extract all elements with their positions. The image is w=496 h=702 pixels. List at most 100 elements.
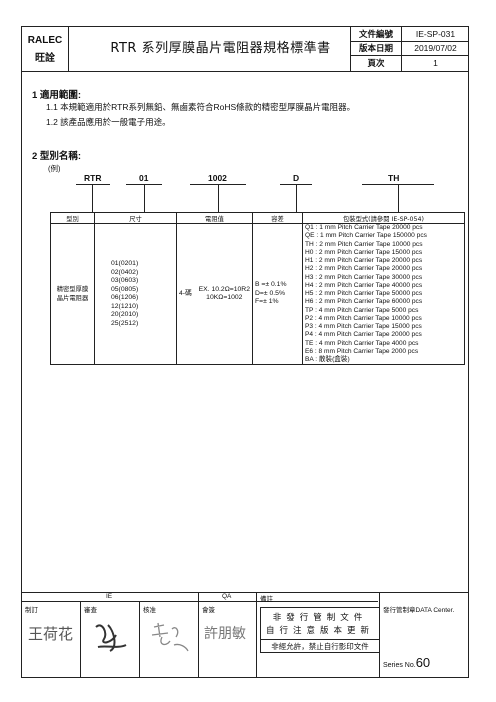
size-list: 01(0201) 02(0402) 03(0603) 05(0805) 06(1… <box>97 260 174 328</box>
auditor-label: 會簽 <box>202 607 215 614</box>
code-underline <box>126 184 162 185</box>
doc-no-label: 文件編號 <box>351 27 402 41</box>
example-label: (例) <box>48 164 61 173</box>
code-part-series: RTR <box>84 173 102 183</box>
control-stamp: 非發行管制文件 自行注意版本更新 非經允許，禁止自行影印文件 <box>260 607 380 653</box>
size-item: 06(1206) <box>111 294 139 302</box>
header-type: 型別 <box>50 212 95 224</box>
table-header-row: 型別 尺寸 電阻值 容差 包裝型式(請參閱 IE-SP-054) <box>50 212 465 224</box>
packaging-item: H6 : 2 mm Pitch Carrier Tape 60000 pcs <box>305 298 423 306</box>
size-item: 05(0805) <box>111 285 139 293</box>
packaging-item: Q1 : 1 mm Pitch Carrier Tape 20000 pcs <box>305 224 423 231</box>
table-row: 精密型厚膜 晶片電阻器 01(0201) 02(0402) 03(0603) 0… <box>50 222 465 366</box>
resistance-cell: 4-碼 EX. 10.2Ω=10R2 10KΩ=1002 <box>176 222 253 366</box>
logo-line2: 旺詮 <box>35 53 55 64</box>
code-connector <box>144 185 145 212</box>
code-underline <box>76 184 110 185</box>
ie-label: IE <box>106 593 113 600</box>
packaging-item: H2 : 2 mm Pitch Carrier Tape 20000 pcs <box>305 265 423 273</box>
stamp-line1: 非發行管制文件 <box>272 612 368 622</box>
doc-no-value: IE-SP-031 <box>415 29 456 39</box>
page-label: 頁次 <box>351 56 402 71</box>
packaging-item: H3 : 2 mm Pitch Carrier Tape 30000 pcs <box>305 273 423 281</box>
header-packaging: 包裝型式(請參閱 IE-SP-054) <box>302 212 465 224</box>
code-part-size: 01 <box>139 173 149 183</box>
footer-divider <box>80 601 81 677</box>
section1-line1: 1.1 本規範適用於RTR系列無鉛、無鹵素符合RoHS條款的精密型厚膜晶片電阻器… <box>46 102 356 112</box>
packaging-item: P3 : 4 mm Pitch Carrier Tape 15000 pcs <box>305 323 422 330</box>
tolerance-item: F=± 1% <box>255 298 279 306</box>
header-resistance: 電阻值 <box>176 212 253 224</box>
approver-signature-icon <box>151 622 189 652</box>
packaging-item: H5 : 2 mm Pitch Carrier Tape 50000 pcs <box>305 290 423 297</box>
meta-doc-no-row: 文件編號 IE-SP-031 <box>351 27 469 42</box>
code-part-tolerance: D <box>293 173 300 183</box>
date-value: 2019/07/02 <box>414 43 457 53</box>
stamp-line2: 自行注意版本更新 <box>265 625 374 635</box>
document-meta: 文件編號 IE-SP-031 版本日期 2019/07/02 頁次 1 <box>350 27 469 71</box>
packaging-item: QE : 1 mm Pitch Carrier Tape 150000 pcs <box>305 232 427 240</box>
document-title: RTR 系列厚膜晶片電阻器規格標準書 <box>110 41 331 56</box>
size-cell: 01(0201) 02(0402) 03(0603) 05(0805) 06(1… <box>94 222 177 366</box>
section2-heading: 2 型別名稱: <box>32 151 82 162</box>
header-size: 尺寸 <box>94 212 177 224</box>
packaging-item: H1 : 2 mm Pitch Carrier Tape 20000 pcs <box>305 257 423 264</box>
size-item: 02(0402) <box>111 268 139 276</box>
type-line: 晶片電阻器 <box>56 295 89 303</box>
type-line: 精密型厚膜 <box>56 286 89 294</box>
part-number-table: 型別 尺寸 電阻值 容差 包裝型式(請參閱 IE-SP-054) 精密型厚膜 晶… <box>50 212 465 366</box>
packaging-item: TP : 4 mm Pitch Carrier Tape 5000 pcs <box>305 306 419 314</box>
tolerance-item: B =± 0.1% <box>255 281 287 289</box>
resistance-example: EX. 10.2Ω=10R2 <box>198 285 250 293</box>
tolerance-cell: B =± 0.1% D=± 0.5% F=± 1% <box>252 222 303 366</box>
issuer-label: 發行管制章DATA Center. <box>383 607 455 614</box>
resistance-digits: 4-碼 <box>179 289 192 297</box>
meta-date-row: 版本日期 2019/07/02 <box>351 41 469 56</box>
footer-divider <box>22 601 378 602</box>
code-connector <box>398 185 399 212</box>
resistance-content: 4-碼 EX. 10.2Ω=10R2 10KΩ=1002 <box>179 286 250 303</box>
code-underline <box>190 184 246 185</box>
document-page: RALEC 旺詮 RTR 系列厚膜晶片電阻器規格標準書 文件編號 IE-SP-0… <box>21 26 469 678</box>
section1-line2: 1.2 該產品應用於一般電子用途。 <box>46 117 171 127</box>
stamp-line3: 非經允許，禁止自行影印文件 <box>261 639 379 652</box>
signature-footer: IE QA 備註 制訂 審查 核准 會簽 王荷花 許朋敏 非發行管制文件 自行注… <box>22 592 468 678</box>
approver-label: 核准 <box>143 607 156 614</box>
qa-label: QA <box>222 593 232 600</box>
size-item: 20(2010) <box>111 311 139 319</box>
footer-divider <box>256 593 257 677</box>
type-cell: 精密型厚膜 晶片電阻器 <box>50 222 95 366</box>
code-part-resistance: 1002 <box>208 173 227 183</box>
packaging-item: BA : 散裝(盒裝) <box>305 356 350 363</box>
size-item: 03(0603) <box>111 277 139 285</box>
document-header: RALEC 旺詮 RTR 系列厚膜晶片電阻器規格標準書 文件編號 IE-SP-0… <box>22 27 469 72</box>
footer-divider <box>198 593 199 677</box>
resistance-examples: EX. 10.2Ω=10R2 10KΩ=1002 <box>199 286 250 303</box>
packaging-item: TE : 4 mm Pitch Carrier Tape 4000 pcs <box>305 339 419 347</box>
code-underline <box>280 184 312 185</box>
code-connector <box>92 185 93 212</box>
tolerance-item: D=± 0.5% <box>255 289 285 297</box>
code-underline <box>362 184 434 185</box>
auditor-signature: 許朋敏 <box>204 626 246 642</box>
packaging-cell: Q1 : 1 mm Pitch Carrier Tape 20000 pcs Q… <box>302 222 465 366</box>
reviewer-label: 審查 <box>84 607 97 614</box>
packaging-item: H0 : 2 mm Pitch Carrier Tape 15000 pcs <box>305 248 423 256</box>
packaging-item: E6 : 8 mm Pitch Carrier Tape 2000 pcs <box>305 347 419 355</box>
page-value: 1 <box>433 58 438 68</box>
code-connector <box>218 185 219 212</box>
series-label: Series No. <box>383 662 416 669</box>
size-item: 12(1210) <box>111 302 139 310</box>
packaging-item: H4 : 2 mm Pitch Carrier Tape 40000 pcs <box>305 281 423 289</box>
reviewer-signature-icon <box>95 624 127 652</box>
size-item: 25(2512) <box>111 319 139 327</box>
footer-divider <box>139 601 140 677</box>
date-label: 版本日期 <box>351 41 402 55</box>
maker-signature: 王荷花 <box>28 625 74 643</box>
packaging-item: TH : 2 mm Pitch Carrier Tape 10000 pcs <box>305 240 423 248</box>
series-value: 60 <box>415 655 431 670</box>
size-item: 01(0201) <box>111 260 139 268</box>
maker-label: 制訂 <box>25 607 38 614</box>
code-connector <box>296 185 297 212</box>
section1-heading: 1 適用範圍: <box>32 90 82 101</box>
